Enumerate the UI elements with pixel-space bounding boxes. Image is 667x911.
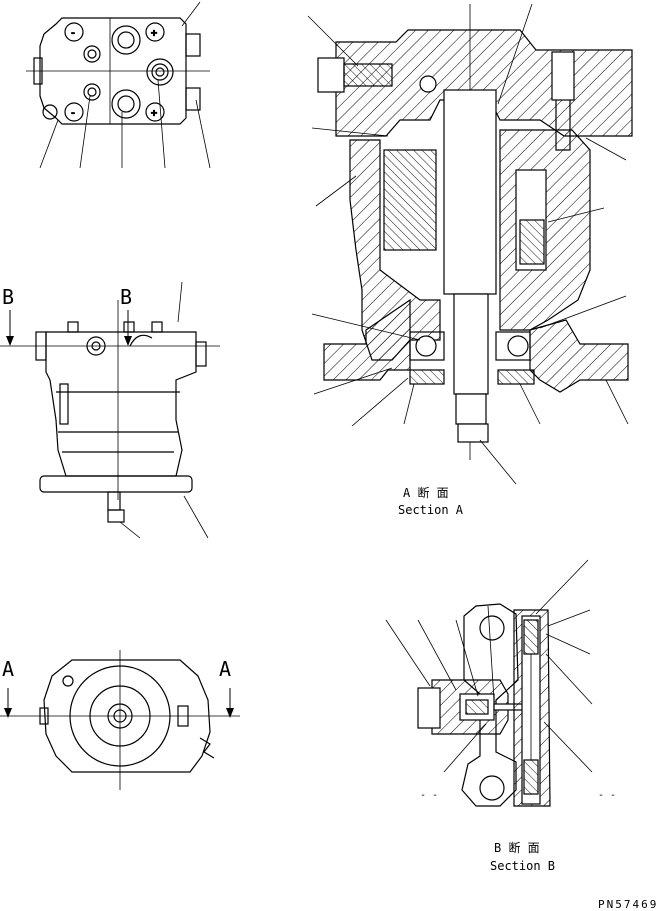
section-a-caption-en: Section A <box>398 503 464 517</box>
section-b-dash-right: - - <box>598 790 616 801</box>
pump-side-view <box>0 281 220 539</box>
section-b-marker-left: B <box>2 285 14 309</box>
drawing-number: PN57469 <box>598 898 658 911</box>
svg-text:+: + <box>151 28 157 39</box>
pump-top-view: - + - + <box>26 1 211 169</box>
svg-text:+: + <box>151 108 157 119</box>
section-b-caption-jp: B 断 面 <box>494 840 540 855</box>
section-b-marker-right: B <box>120 285 132 309</box>
section-a-marker-right: A <box>219 657 231 681</box>
section-a-marker-left: A <box>2 657 14 681</box>
pump-front-view <box>0 650 240 790</box>
svg-text:-: - <box>70 28 76 39</box>
section-a-cutaway <box>307 3 633 485</box>
svg-text:-: - <box>70 108 76 119</box>
section-b-dash-left: - - <box>420 790 438 801</box>
section-a-caption-jp: A 断 面 <box>403 485 449 500</box>
section-b-caption-en: Section B <box>490 859 555 873</box>
section-b-cutaway <box>385 559 593 807</box>
